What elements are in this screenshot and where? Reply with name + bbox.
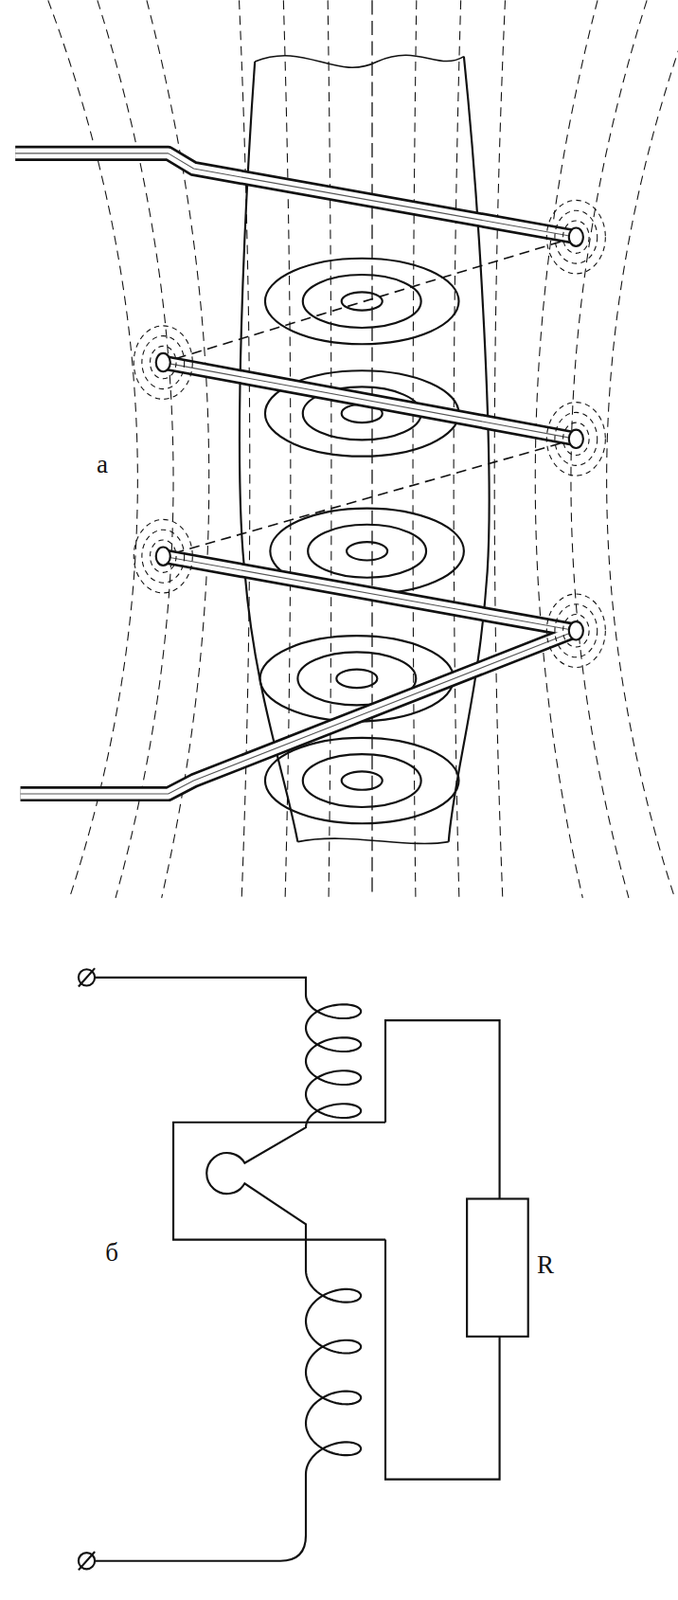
axis-line — [371, 0, 373, 897]
coil-tube-section — [569, 621, 584, 640]
terminal — [78, 967, 95, 986]
workpiece-break — [254, 54, 464, 68]
eddy-current-loop — [265, 258, 460, 344]
eddy-current-loop — [303, 274, 422, 328]
coil-tube — [162, 362, 576, 440]
eddy-current-loop — [307, 524, 427, 578]
magnetic-field-lines — [48, 0, 678, 897]
coil-tube — [15, 153, 576, 237]
workpiece-break — [297, 838, 448, 843]
field-circle — [142, 529, 185, 583]
field-circle — [563, 220, 590, 253]
coil-tube — [162, 555, 576, 631]
field-line — [48, 0, 139, 897]
secondary-circuit-wire — [173, 1019, 500, 1480]
resistor-symbol — [466, 1197, 529, 1336]
coil-tube — [162, 555, 576, 631]
coil-ends — [156, 227, 584, 640]
field-circle — [563, 614, 590, 647]
coil-tube — [162, 362, 576, 440]
field-circle — [133, 325, 193, 400]
coil-tube-section — [569, 227, 584, 246]
field-circle — [546, 402, 606, 477]
workpiece-edge — [448, 56, 490, 842]
coil-tube — [15, 153, 576, 237]
field-line — [283, 0, 291, 897]
coil-tube — [162, 362, 576, 440]
primary-winding — [94, 977, 361, 1561]
coil-tube — [15, 153, 576, 237]
coil-tube — [20, 630, 577, 794]
eddy-current-loop — [346, 541, 388, 560]
conductor-field-lines — [133, 199, 606, 667]
workpiece-cylinder — [239, 54, 490, 843]
figure-label: а — [93, 449, 111, 480]
field-circle — [142, 336, 185, 390]
field-line — [606, 0, 678, 897]
coil-tube — [20, 630, 577, 794]
coil-tube-section — [569, 429, 584, 448]
eddy-current-loop — [303, 753, 422, 807]
field-circle — [149, 345, 177, 378]
field-circle — [554, 411, 598, 465]
field-line — [535, 0, 598, 897]
field-line — [327, 0, 332, 897]
eddy-current-loop — [341, 291, 383, 310]
figure-label: R — [534, 1249, 557, 1280]
field-circle — [149, 539, 177, 572]
field-line — [570, 0, 647, 897]
equivalent-circuit — [78, 967, 529, 1570]
coil-tube-section — [156, 546, 171, 565]
coil-turn-hidden — [162, 236, 576, 362]
field-line — [494, 0, 505, 897]
coil-tube — [162, 555, 576, 631]
coil-tube-section — [156, 353, 171, 372]
field-circle — [133, 518, 193, 593]
field-line — [146, 0, 210, 897]
eddy-current-loop — [336, 669, 377, 688]
inductor-coil — [15, 153, 576, 794]
field-circle — [554, 210, 598, 264]
figure-label: б — [102, 1237, 122, 1267]
terminal — [78, 1551, 95, 1570]
eddy-current-loop — [265, 737, 460, 823]
field-circle — [563, 422, 590, 455]
field-circle — [546, 593, 606, 668]
coil-tube — [20, 630, 577, 794]
eddy-current-loop — [341, 770, 383, 789]
field-circle — [554, 604, 598, 658]
field-circle — [546, 199, 606, 274]
